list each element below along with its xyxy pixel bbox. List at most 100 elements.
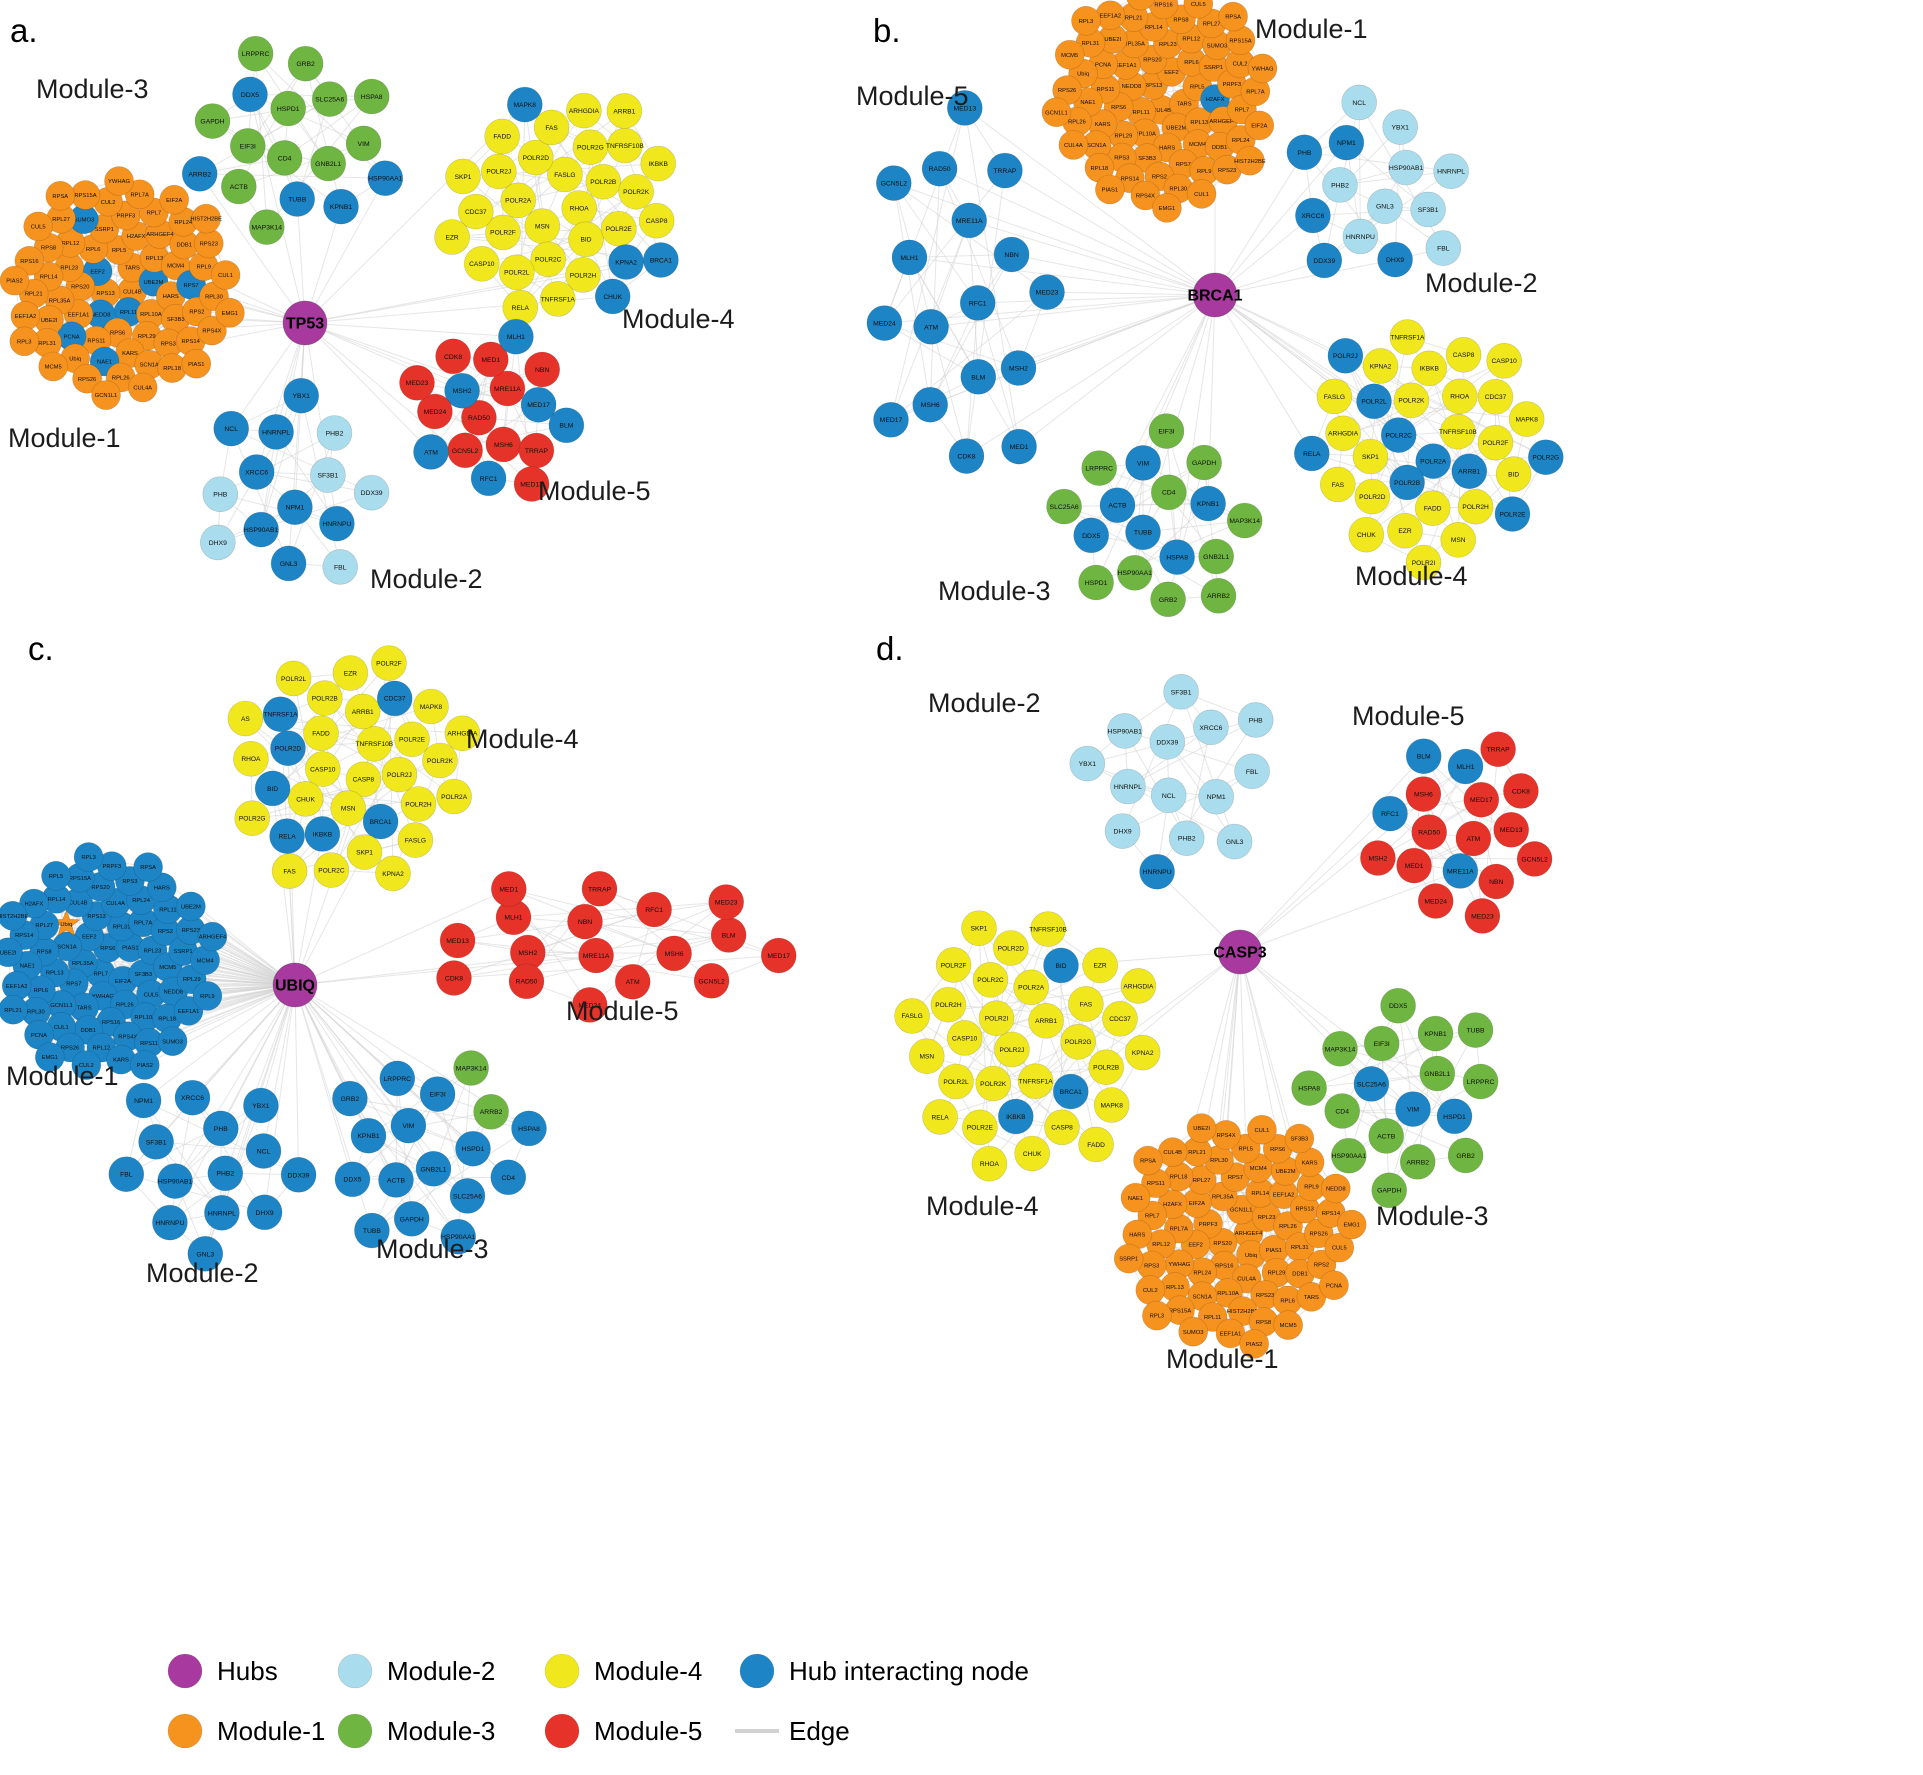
gene-label: POLR2C xyxy=(1386,433,1413,440)
panel-letter-b: b. xyxy=(873,12,901,49)
gene-node xyxy=(1319,1270,1349,1300)
module-label-module-2: Module-2 xyxy=(146,1258,259,1288)
gene-label: HSP90AA1 xyxy=(1332,1153,1367,1160)
gene-label: NPM1 xyxy=(134,1098,153,1105)
gene-label: RPS26 xyxy=(78,377,96,383)
gene-label: CHUK xyxy=(603,294,622,301)
gene-node xyxy=(1186,179,1217,209)
gene-label: RPS23 xyxy=(1256,1293,1274,1299)
nodes: CASP8CASP10TNFRSF10BMSNFADDPOLR2JCHUKARR… xyxy=(0,645,797,1272)
gene-label: RPS13 xyxy=(87,914,105,920)
gene-node xyxy=(1218,1,1248,32)
gene-label: POLR2D xyxy=(275,746,302,753)
gene-node xyxy=(1148,413,1185,449)
gene-label: EIF2A xyxy=(1251,124,1267,130)
gene-label: CD4 xyxy=(1335,1109,1349,1116)
gene-label: SCN1A xyxy=(1193,1294,1212,1300)
gene-label: CUL5 xyxy=(1332,1246,1347,1252)
hub-node-ubiq xyxy=(272,962,318,1008)
module-label-module-1: Module-1 xyxy=(1166,1344,1279,1374)
gene-label: PCNA xyxy=(1095,62,1111,68)
gene-label: H2AFX xyxy=(1163,1202,1182,1208)
gene-label: RPS4X xyxy=(202,329,221,335)
gene-label: YBX1 xyxy=(1079,761,1097,768)
gene-label: PRPF3 xyxy=(1222,82,1241,88)
gene-node xyxy=(1395,1091,1431,1127)
gene-label: ARHGDIA xyxy=(1123,983,1154,990)
gene-node xyxy=(152,1204,188,1241)
gene-label: MLH1 xyxy=(900,255,918,262)
gene-node xyxy=(1150,777,1187,814)
gene-label: GRB2 xyxy=(296,61,315,68)
gene-label: ARRB1 xyxy=(352,709,374,716)
gene-label: SSRP1 xyxy=(174,949,193,955)
gene-label: FASLG xyxy=(901,1013,922,1020)
gene-label: RPS11 xyxy=(1147,1181,1165,1187)
gene-node xyxy=(1336,1209,1367,1240)
gene-label: NEDD8 xyxy=(1326,1187,1346,1193)
panel-letter-a: a. xyxy=(10,12,38,49)
gene-node xyxy=(913,308,949,345)
gene-node xyxy=(1294,435,1330,472)
gene-node xyxy=(1168,820,1205,857)
gene-node xyxy=(1286,134,1323,171)
gene-label: RHOA xyxy=(980,1161,1000,1168)
gene-node xyxy=(638,202,675,239)
gene-label: GNB2L1 xyxy=(1203,554,1229,561)
gene-node xyxy=(0,265,30,296)
gene-node xyxy=(1125,445,1161,481)
gene-node xyxy=(45,181,76,211)
gene-label: EIF2A xyxy=(1189,1201,1205,1207)
gene-node xyxy=(415,1151,452,1187)
gene-label: DDX39 xyxy=(1313,258,1335,265)
module-label-module-2: Module-2 xyxy=(928,688,1041,718)
gene-label: RELA xyxy=(931,1114,949,1121)
gene-label: MED1 xyxy=(499,886,518,893)
gene-label: BLM xyxy=(1417,754,1431,761)
gene-node xyxy=(1152,193,1182,223)
gene-label: RPS7 xyxy=(1228,1175,1243,1181)
module-label-module-3: Module-3 xyxy=(36,74,149,104)
gene-node xyxy=(243,511,279,548)
gene-node xyxy=(397,822,434,858)
gene-label: FBL xyxy=(1246,769,1259,776)
gene-node xyxy=(922,1099,958,1135)
gene-label: POLR2K xyxy=(980,1081,1007,1088)
gene-label: NCL xyxy=(1162,793,1176,800)
gene-label: TARS xyxy=(1304,1295,1319,1301)
gene-node xyxy=(640,145,677,182)
gene-node xyxy=(987,152,1023,189)
gene-label: RPL10A xyxy=(1217,1291,1239,1297)
gene-label: UBE2I xyxy=(41,318,58,324)
gene-label: CHUK xyxy=(1023,1151,1042,1158)
gene-label: EEF2 xyxy=(82,935,97,941)
gene-label: DDX39 xyxy=(1156,739,1178,746)
gene-label: DHX9 xyxy=(1114,829,1132,836)
gene-node xyxy=(238,454,275,490)
gene-node xyxy=(1393,382,1430,419)
gene-node xyxy=(1341,84,1377,121)
legend-label-module-4: Module-4 xyxy=(594,1656,702,1686)
gene-label: RPS11 xyxy=(140,1041,158,1047)
gene-label: RPL29 xyxy=(183,977,201,983)
gene-node xyxy=(445,158,481,195)
gene-node xyxy=(393,1201,430,1237)
gene-node xyxy=(310,145,347,182)
gene-label: POLR2F xyxy=(490,230,516,237)
gene-node xyxy=(1528,439,1564,476)
gene-node xyxy=(1163,673,1199,710)
gene-label: EEF2 xyxy=(1164,70,1179,76)
gene-node xyxy=(436,778,472,815)
gene-label: MLH1 xyxy=(1456,764,1474,771)
gene-label: POLR2B xyxy=(312,695,339,702)
gene-node xyxy=(1106,713,1143,749)
gene-node xyxy=(1405,776,1442,812)
gene-label: RPS11 xyxy=(1097,87,1115,93)
gene-label: CUL4A xyxy=(106,901,125,907)
legend-swatch-hubs xyxy=(167,1653,203,1689)
gene-node xyxy=(1110,768,1146,805)
gene-label: RPS20 xyxy=(1213,1241,1231,1247)
gene-label: RPL35A xyxy=(1212,1194,1234,1200)
gene-label: RPS8 xyxy=(1173,17,1188,23)
